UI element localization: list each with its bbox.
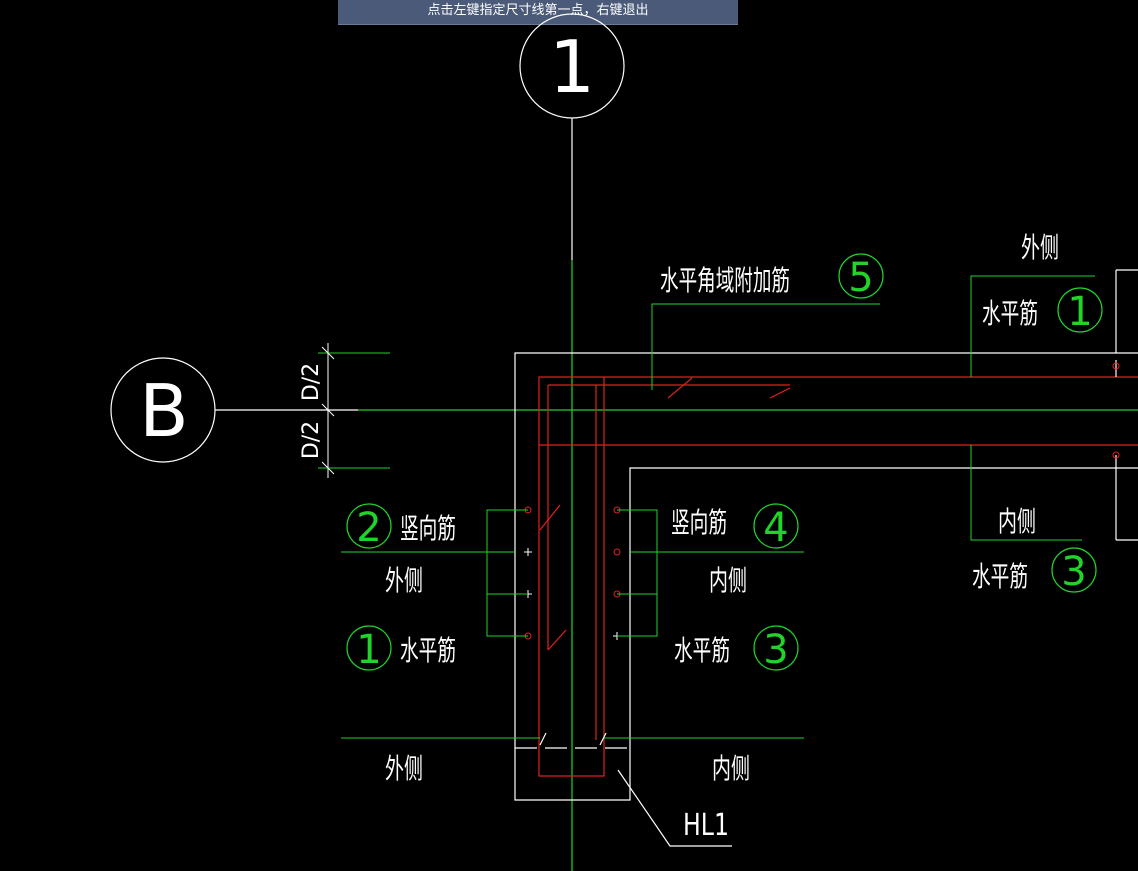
marker-3-right-text: 3 (1061, 549, 1086, 595)
marker-3-right[interactable]: 3 (1051, 547, 1097, 595)
axis-1-label: 1 (549, 25, 595, 109)
beam-leader (515, 732, 732, 847)
axis-lines (215, 118, 1138, 871)
label-outer-top: 外侧 (1021, 231, 1059, 264)
label-vertical-right: 竖向筋 (671, 506, 727, 539)
leader-lines (341, 275, 1095, 739)
dimension-upper-text: D/2 (299, 363, 324, 401)
axis-bubble-1[interactable]: 1 (519, 13, 625, 119)
marker-5-text: 5 (848, 255, 873, 301)
label-outer-left: 外侧 (385, 564, 423, 597)
marker-2[interactable]: 2 (346, 503, 392, 551)
label-corner-bar: 水平角域附加筋 (660, 264, 790, 297)
marker-1-left-text: 1 (356, 627, 381, 673)
label-horizontal-center: 水平筋 (674, 634, 730, 667)
axis-bubble-b[interactable]: B (110, 357, 216, 463)
axis-b-label: B (139, 369, 188, 453)
marker-3-center[interactable]: 3 (753, 625, 799, 673)
marker-1-top-right[interactable]: 1 (1057, 287, 1103, 335)
marker-3-center-text: 3 (763, 627, 788, 673)
rebar-lines (538, 269, 1138, 777)
marker-4-text: 4 (763, 505, 788, 551)
rebar-points (524, 362, 1120, 640)
prompt-text: 点击左键指定尺寸线第一点，右键退出 (427, 3, 649, 18)
label-vertical-left: 竖向筋 (400, 512, 456, 545)
command-prompt-bar: 点击左键指定尺寸线第一点，右键退出 (338, 0, 738, 25)
label-horizontal-bottom-right: 水平筋 (972, 560, 1028, 593)
label-inner-center: 内侧 (709, 564, 747, 597)
dimension-d2[interactable]: D/2 D/2 (299, 343, 390, 478)
label-beam-tag: HL1 (683, 808, 729, 843)
label-inner-right: 内侧 (998, 505, 1036, 538)
label-horizontal-top-right: 水平筋 (982, 297, 1038, 330)
marker-1-left[interactable]: 1 (346, 625, 392, 673)
label-outer-bottom: 外侧 (385, 752, 423, 785)
marker-2-text: 2 (356, 505, 381, 551)
label-inner-bottom: 内侧 (712, 752, 750, 785)
marker-1-top-right-text: 1 (1067, 289, 1092, 335)
annotation-labels: 水平角域附加筋 外侧 水平筋 内侧 水平筋 竖向筋 竖向筋 外侧 内侧 水平筋 … (385, 231, 1059, 843)
wall-outline (514, 352, 1138, 801)
dimension-lower-text: D/2 (299, 421, 324, 459)
label-horizontal-left: 水平筋 (400, 634, 456, 667)
marker-5[interactable]: 5 (838, 253, 884, 301)
marker-4[interactable]: 4 (753, 503, 799, 551)
